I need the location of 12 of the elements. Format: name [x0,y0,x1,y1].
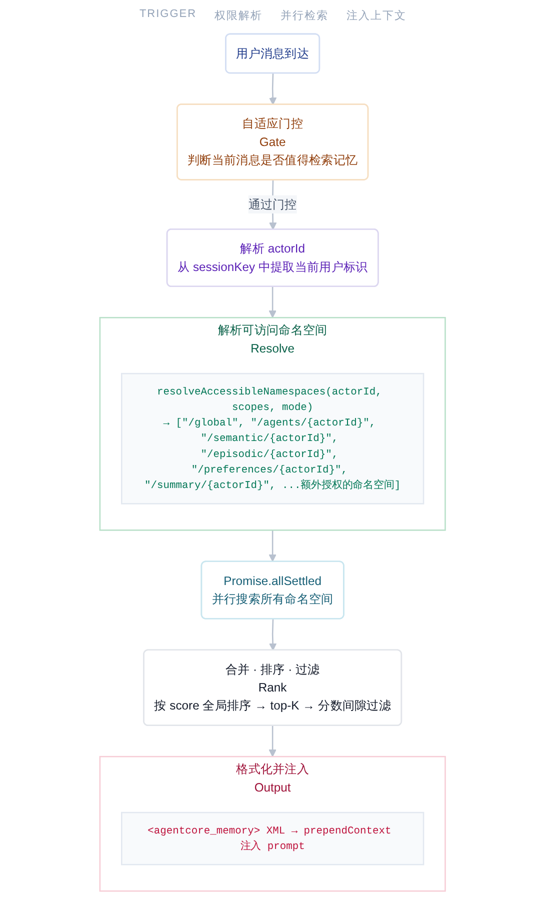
arrow [269,286,277,318]
arrow [269,530,277,562]
section-label: 注入上下文 [346,8,407,23]
section-label: 并行检索 [280,8,329,23]
arrow [269,725,277,757]
node-box: <agentcore_memory> XML → prependContext 注入 prompt [121,812,425,866]
section-label: 权限解析 [214,9,263,23]
arrow [269,73,278,105]
arrow [269,619,278,651]
edge-label: 通过门控 [248,197,298,211]
node-box: resolveAccessibleNamespaces(actorId, scopes, mode) → ["/global", "/agents/{actorId}", "/semantic/{actorId}", "/episodic/{actorId}", "/preferences/{actorId}", "/summary/{actorId}", ...额外授权的命名空间] [121,372,425,504]
section-label: TRIGGER [139,8,197,22]
